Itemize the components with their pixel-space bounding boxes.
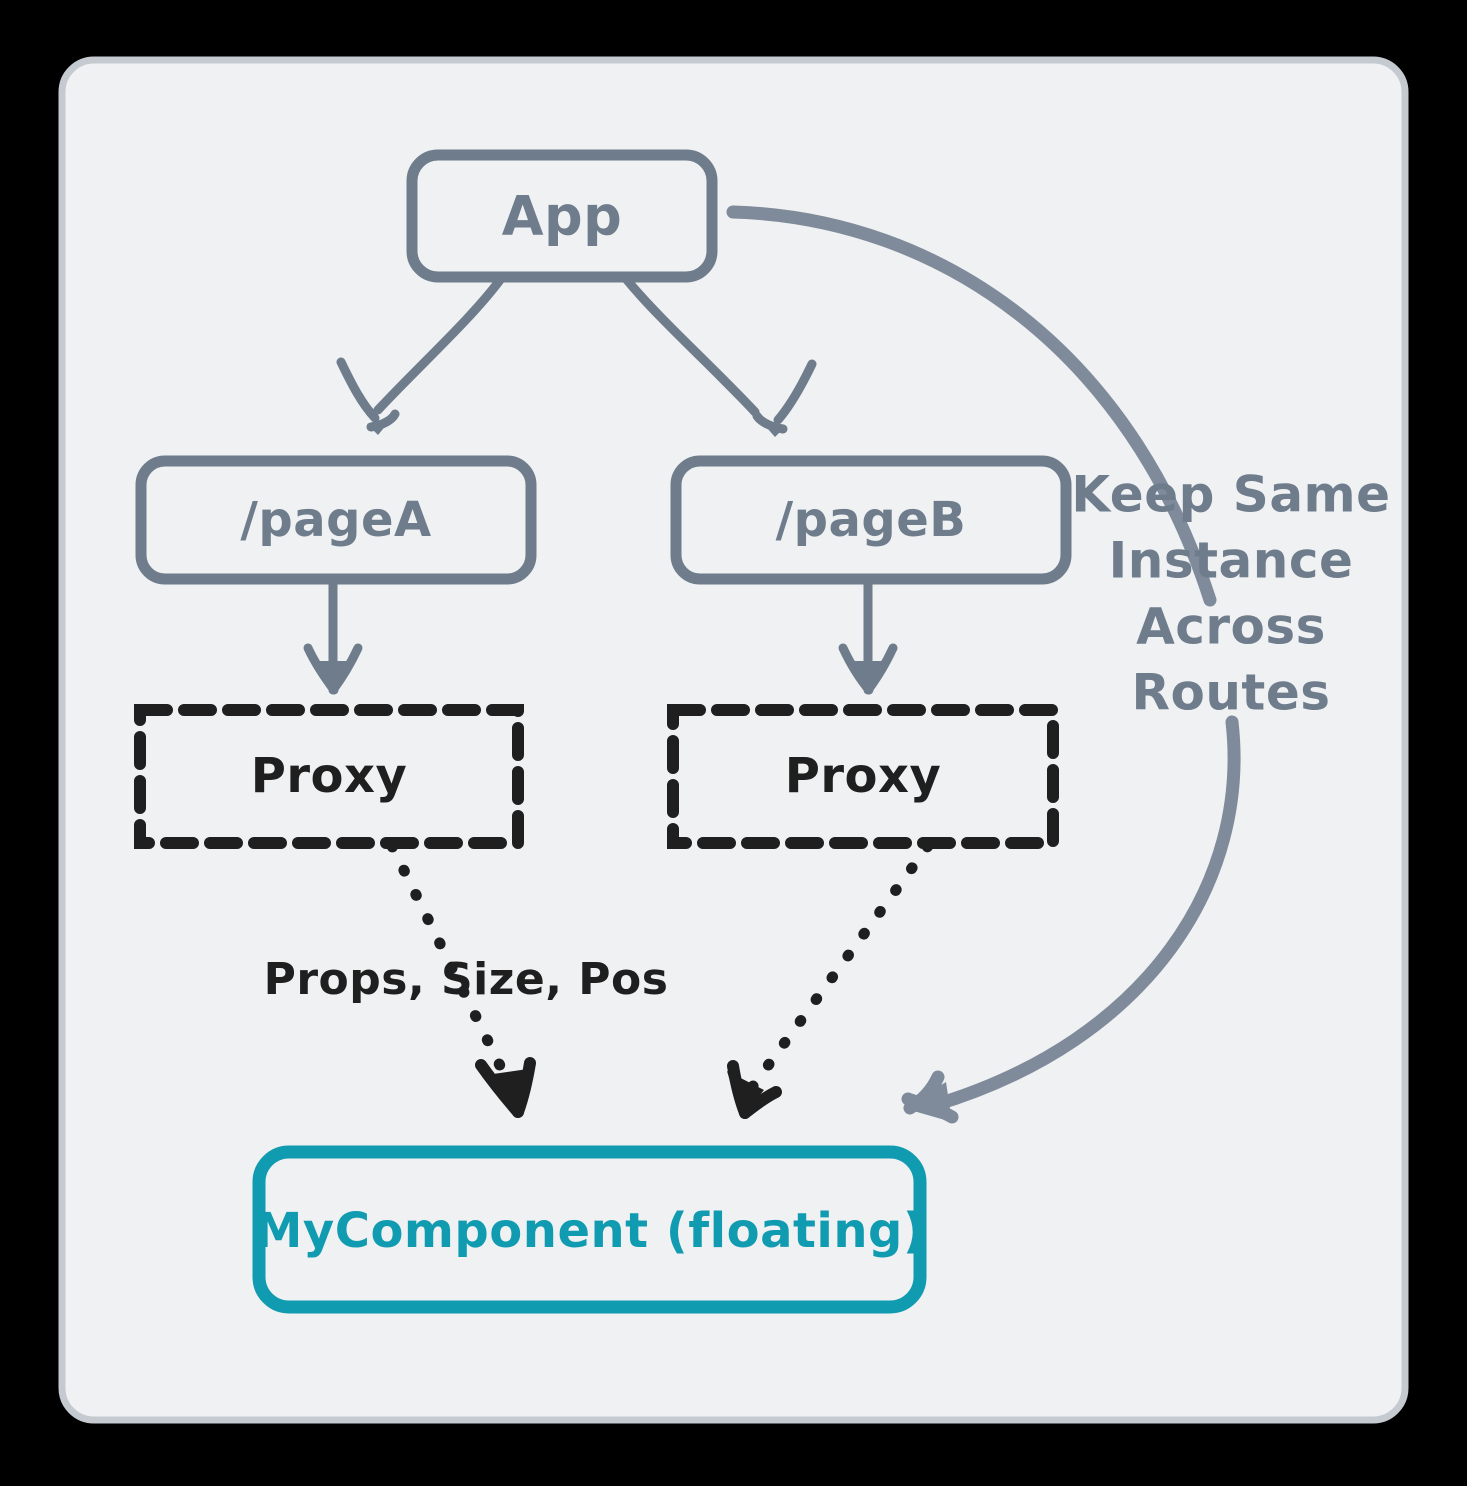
node-pageb-label: /pageB xyxy=(776,492,967,548)
node-pagea[interactable]: /pageA xyxy=(135,455,537,585)
annotation-props-size-pos: Props, Size, Pos xyxy=(264,954,669,1005)
annotation-line-4: Routes xyxy=(1131,664,1330,722)
node-mycomponent-box[interactable] xyxy=(252,1145,927,1314)
card-backdrop xyxy=(58,56,1409,1424)
edge-label-props-size-pos: Props, Size, Pos xyxy=(264,954,669,1005)
node-proxy-a[interactable]: Proxy xyxy=(134,704,524,849)
annotation-line-3: Across xyxy=(1136,598,1326,656)
node-pageb[interactable]: /pageB xyxy=(670,455,1072,585)
annotation-line-2: Instance xyxy=(1109,532,1354,590)
node-app-label: App xyxy=(502,185,623,248)
node-pageb-box[interactable] xyxy=(670,455,1072,585)
node-mycomponent-label: MyComponent (floating) xyxy=(255,1203,926,1259)
edge-proxya-to-component xyxy=(386,840,536,1118)
node-proxy-b-box[interactable] xyxy=(667,704,1059,849)
node-pagea-box[interactable] xyxy=(135,455,537,585)
edge-proxyb-to-component xyxy=(727,840,934,1119)
edge-pageb-to-proxyb xyxy=(838,577,898,695)
annotation-keep-same-instance: Keep Same Instance Across Routes xyxy=(1071,466,1390,722)
edge-app-to-pageb xyxy=(622,275,817,437)
edge-app-to-component-curve xyxy=(726,205,1241,1124)
node-proxy-b[interactable]: Proxy xyxy=(667,704,1059,849)
diagram-card xyxy=(58,56,1409,1424)
node-proxy-b-label: Proxy xyxy=(785,748,942,804)
annotation-line-1: Keep Same xyxy=(1071,466,1390,524)
node-app[interactable]: App xyxy=(406,149,718,283)
node-mycomponent[interactable]: MyComponent (floating) xyxy=(252,1145,927,1314)
edge-app-to-pagea xyxy=(336,275,505,435)
edge-pagea-to-proxya xyxy=(303,577,363,695)
node-pagea-label: /pageA xyxy=(240,492,431,548)
node-proxy-a-label: Proxy xyxy=(251,748,408,804)
node-app-box[interactable] xyxy=(406,149,718,283)
node-proxy-a-box[interactable] xyxy=(134,704,524,849)
